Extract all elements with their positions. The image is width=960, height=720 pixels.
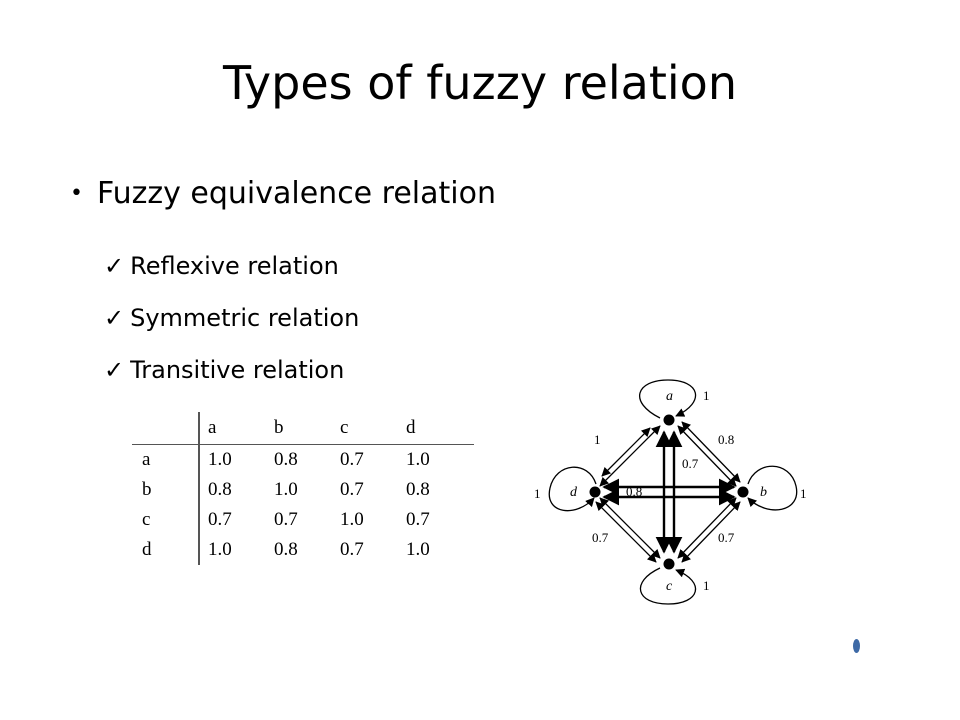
matrix-cell: 0.7 xyxy=(274,509,298,530)
accent-dot xyxy=(853,639,860,653)
matrix-col-header: d xyxy=(398,412,474,445)
matrix-cell: 0.8 xyxy=(274,539,298,560)
matrix-row: d 1.0 0.8 0.7 1.0 xyxy=(132,535,474,565)
matrix-cell: 1.0 xyxy=(208,449,232,470)
node-c xyxy=(663,558,675,570)
matrix-row-header: c xyxy=(132,505,200,535)
edge-d-c-2 xyxy=(595,501,657,563)
matrix-cell: 0.7 xyxy=(406,509,430,530)
matrix-col-header: a xyxy=(199,412,266,445)
edge-label-a-b: 0.8 xyxy=(718,432,734,447)
matrix-cell: 0.8 xyxy=(406,479,430,500)
node-label-d: d xyxy=(570,485,578,500)
matrix-cell: 0.8 xyxy=(274,449,298,470)
matrix-cell: 0.7 xyxy=(340,539,364,560)
matrix-row: a 1.0 0.8 0.7 1.0 xyxy=(132,444,474,475)
matrix-cell: 0.8 xyxy=(208,479,232,500)
matrix-header-row: a b c d xyxy=(132,412,474,445)
edge-a-d-2 xyxy=(601,427,651,477)
edge-a-b-2 xyxy=(681,421,741,483)
sub-item-transitive: ✓ Transitive relation xyxy=(104,344,359,396)
edge-label-d-b: 0.8 xyxy=(626,484,642,499)
matrix-row-header: a xyxy=(132,444,200,475)
matrix-row-header: b xyxy=(132,475,200,505)
matrix-cell: 1.0 xyxy=(406,449,430,470)
matrix-row: c 0.7 0.7 1.0 0.7 xyxy=(132,505,474,535)
matrix-cell: 1.0 xyxy=(208,539,232,560)
self-loop-b xyxy=(747,465,798,511)
matrix-cell: 1.0 xyxy=(406,539,430,560)
main-bullet-text: Fuzzy equivalence relation xyxy=(96,176,496,211)
checkmark-icon: ✓ xyxy=(104,356,125,384)
sub-list: ✓ Reflexive relation ✓ Symmetric relatio… xyxy=(104,240,359,396)
matrix-col-header: b xyxy=(266,412,332,445)
matrix-corner xyxy=(132,412,200,445)
matrix-col-header: c xyxy=(332,412,398,445)
matrix-row-header: d xyxy=(132,535,200,565)
slide-title: Types of fuzzy relation xyxy=(223,56,737,110)
edge-b-c xyxy=(677,497,737,559)
checkmark-icon: ✓ xyxy=(104,252,125,280)
edge-a-d xyxy=(599,425,661,487)
node-a xyxy=(663,414,675,426)
node-label-c: c xyxy=(666,579,673,594)
node-label-a: a xyxy=(666,389,673,404)
edge-label-b-c: 0.7 xyxy=(718,530,735,545)
loop-label-a: 1 xyxy=(703,388,710,403)
matrix-cell: 0.7 xyxy=(208,509,232,530)
loop-label-d: 1 xyxy=(534,486,541,501)
edge-b-c-2 xyxy=(681,501,741,563)
sub-item-symmetric: ✓ Symmetric relation xyxy=(104,292,359,344)
self-loop-a xyxy=(639,379,697,419)
node-b xyxy=(737,486,749,498)
matrix-cell: 1.0 xyxy=(340,509,364,530)
relation-graph: a b c d 1 1 1 1 1 0.8 0.7 0.7 0.7 0.8 xyxy=(534,379,807,605)
matrix-cell: 1.0 xyxy=(274,479,298,500)
edge-label-d-c: 0.7 xyxy=(592,530,609,545)
loop-label-c: 1 xyxy=(703,578,710,593)
sub-item-text: Symmetric relation xyxy=(130,304,360,332)
relation-matrix: a b c d a 1.0 0.8 0.7 1.0 b 0.8 1.0 0.7 … xyxy=(132,412,474,565)
sub-item-reflexive: ✓ Reflexive relation xyxy=(104,240,359,292)
edge-d-c xyxy=(599,497,661,559)
self-loop-d xyxy=(548,466,597,512)
main-bullet: • Fuzzy equivalence relation xyxy=(70,176,496,211)
bullet-dot-icon: • xyxy=(70,181,83,206)
edge-label-a-d: 1 xyxy=(594,432,601,447)
self-loop-c xyxy=(639,567,697,605)
sub-item-text: Reflexive relation xyxy=(130,252,339,280)
sub-item-text: Transitive relation xyxy=(130,356,345,384)
checkmark-icon: ✓ xyxy=(104,304,125,332)
node-label-b: b xyxy=(760,485,767,500)
loop-label-b: 1 xyxy=(800,486,807,501)
matrix-cell: 0.7 xyxy=(340,479,364,500)
matrix-row: b 0.8 1.0 0.7 0.8 xyxy=(132,475,474,505)
matrix-cell: 0.7 xyxy=(340,449,364,470)
edge-label-a-c: 0.7 xyxy=(682,456,699,471)
node-d xyxy=(589,486,601,498)
